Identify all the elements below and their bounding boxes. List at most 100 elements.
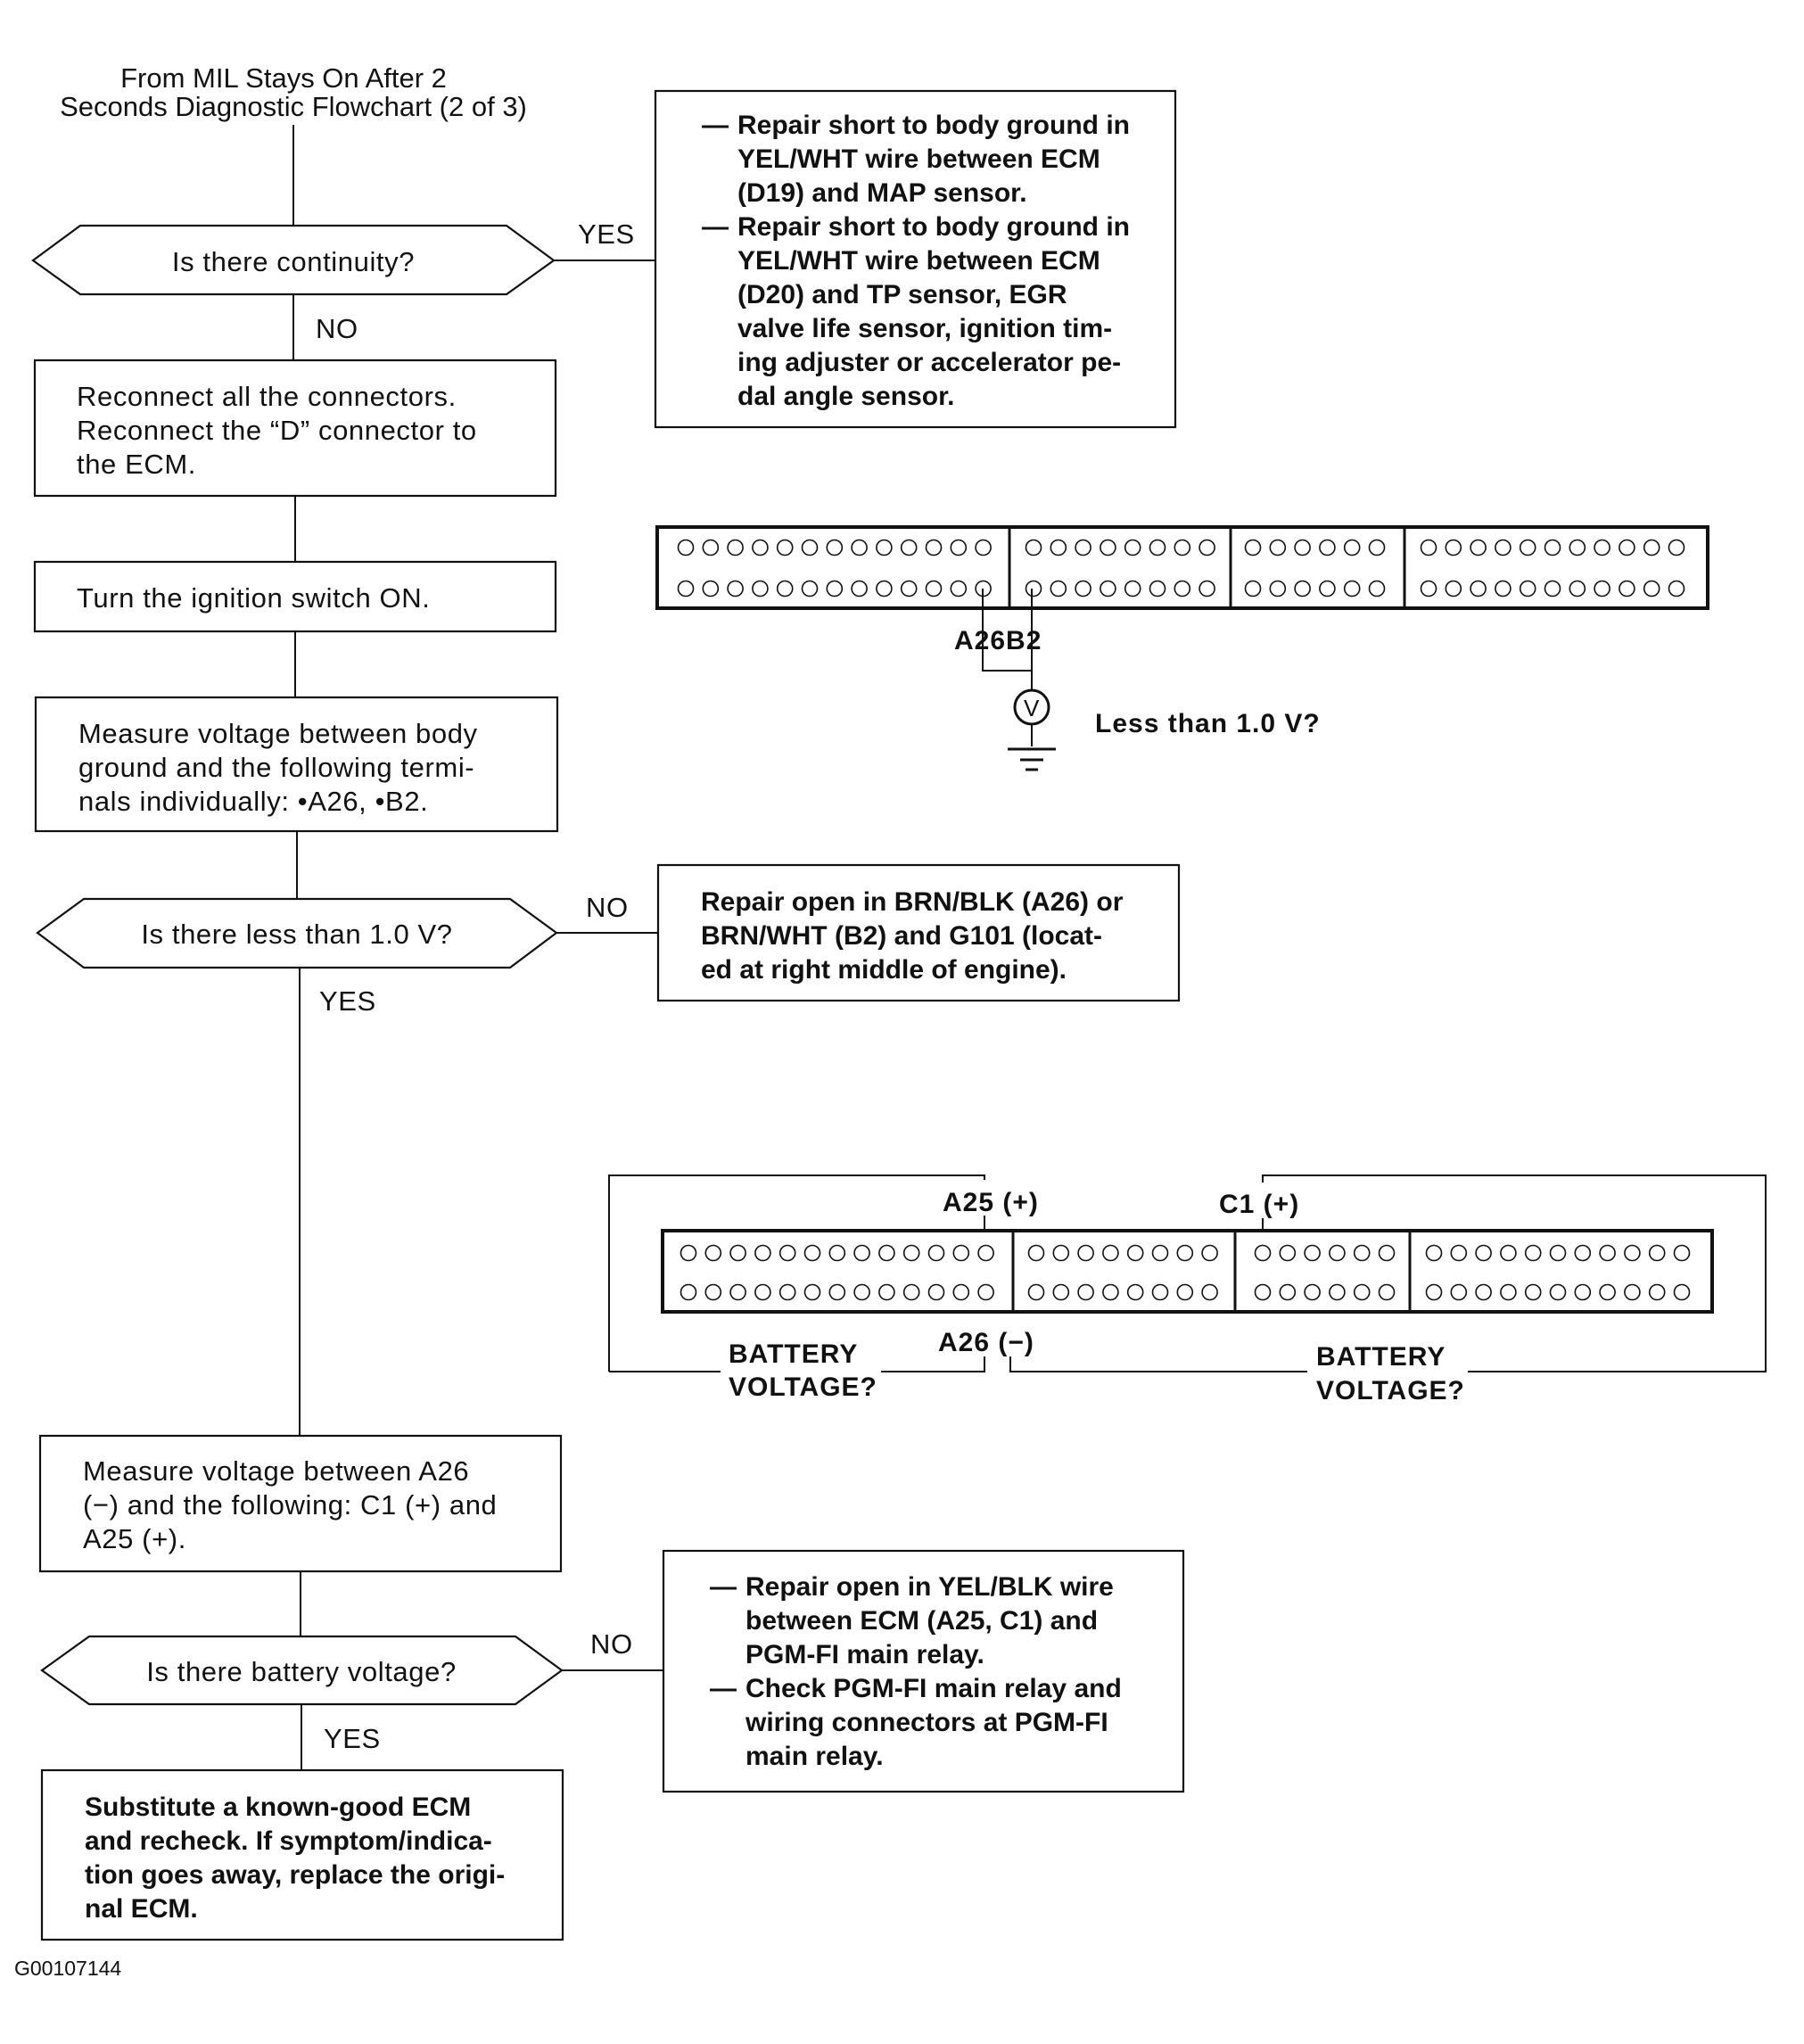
connector-pin — [801, 539, 819, 556]
decision-battery-shape — [40, 1635, 564, 1706]
measure1-rect — [34, 696, 559, 833]
label-bg-battery-left — [721, 1339, 881, 1413]
connector-pin — [680, 1283, 697, 1301]
repair-open1-rect — [656, 863, 1181, 1002]
connector-pin — [853, 1283, 870, 1301]
connector-pin — [801, 580, 819, 598]
connector-pin — [1100, 580, 1116, 598]
label-no-3: NO — [590, 1628, 633, 1660]
label-no-2: NO — [586, 892, 629, 923]
repair-open2-dash-2: — — [710, 1674, 737, 1703]
ecm-connector-1: A26B2 V Less than 1.0 V? — [655, 525, 1709, 771]
connector-pin — [1445, 539, 1462, 556]
figure-id: G00107144 — [14, 1957, 121, 1980]
repair-short-2-line-2: YEL/WHT wire between ECM — [737, 246, 1100, 276]
connector-pin — [704, 1283, 722, 1301]
connector-pin — [1368, 580, 1386, 598]
connector-pin — [1643, 580, 1660, 598]
connector-pin — [1624, 1244, 1641, 1262]
connector-pin — [1475, 1244, 1492, 1262]
repair-short-box: — Repair short to body ground in YEL/WHT… — [654, 89, 1177, 429]
connector-pin — [950, 580, 968, 598]
connector-pin — [803, 1283, 821, 1301]
repair-open2-dash-1: — — [710, 1572, 737, 1602]
repair-short-dash-1: — — [702, 111, 729, 140]
connector-1-question: Less than 1.0 V? — [1095, 709, 1321, 738]
substitute-line-3: tion goes away, replace the origi- — [85, 1860, 505, 1890]
connector-pin — [975, 539, 992, 556]
ignition-text: Turn the ignition switch ON. — [77, 582, 430, 614]
connector-pin — [702, 580, 720, 598]
connector-pin — [1075, 539, 1091, 556]
label-yes-3: YES — [324, 1723, 381, 1754]
connector-pin — [1279, 1244, 1297, 1262]
measure2-line-3: A25 (+). — [83, 1523, 186, 1554]
connector-pin — [902, 1283, 920, 1301]
repair-open1-line-1: Repair open in BRN/BLK (A26) or — [701, 887, 1124, 917]
connector-pin — [677, 580, 695, 598]
connector-1-pins — [677, 539, 1685, 598]
connector-pin — [1673, 1283, 1691, 1301]
measure2-line-2: (−) and the following: C1 (+) and — [83, 1489, 497, 1521]
repair-short-2-line-1: Repair short to body ground in — [737, 212, 1130, 242]
connector-pin — [1254, 1283, 1272, 1301]
connector-pin — [1199, 580, 1215, 598]
connector-pin — [853, 1244, 870, 1262]
connector-pin — [754, 1283, 771, 1301]
repair-short-2-line-4: valve life sensor, ignition tim- — [737, 314, 1112, 343]
connector-pin — [1025, 580, 1042, 598]
label-a25: A25 (+) — [943, 1188, 1039, 1217]
connector-pin — [1269, 539, 1287, 556]
connector-pin — [1378, 1283, 1396, 1301]
connector-pin — [1174, 539, 1191, 556]
connector-pin — [1304, 1283, 1321, 1301]
connector-pin — [727, 539, 744, 556]
connector-pin — [1549, 1244, 1567, 1262]
connector-pin — [1176, 1283, 1194, 1301]
connector-pin — [1574, 1283, 1592, 1301]
connector-pin — [1353, 1244, 1371, 1262]
measure2-box: Measure voltage between A26 (−) and the … — [38, 1434, 563, 1573]
repair-open2-2-line-2: wiring connectors at PGM-FI — [745, 1708, 1108, 1737]
repair-short-2-line-6: dal angle sensor. — [737, 382, 954, 411]
connector-pin — [1470, 539, 1487, 556]
connector-pin — [1574, 1244, 1592, 1262]
measure1-line-1: Measure voltage between body — [78, 718, 478, 749]
connector-pin — [1050, 539, 1067, 556]
connector-pin — [778, 1283, 796, 1301]
connector-pin — [754, 1244, 771, 1262]
repair-open2-1-line-2: between ECM (A25, C1) and — [745, 1606, 1098, 1636]
connector-pin — [1524, 1283, 1542, 1301]
connector-pin — [1329, 1244, 1346, 1262]
repair-open1-line-2: BRN/WHT (B2) and G101 (locat- — [701, 921, 1102, 951]
measure1-line-2: ground and the following termi- — [78, 752, 474, 783]
connector-pin — [851, 580, 868, 598]
connector-pin — [727, 580, 744, 598]
substitute-box: Substitute a known-good ECM and recheck.… — [40, 1768, 564, 1941]
reconnect-line-1: Reconnect all the connectors. — [77, 381, 457, 412]
connector-pin — [1075, 580, 1091, 598]
connector-pin — [1378, 1244, 1396, 1262]
decision-battery: Is there battery voltage? — [40, 1635, 564, 1706]
connector-pin — [878, 1283, 895, 1301]
connector-pin — [1599, 1283, 1616, 1301]
measure2-line-1: Measure voltage between A26 — [83, 1455, 469, 1487]
repair-short-dash-2: — — [702, 212, 729, 242]
connector-pin — [1425, 1283, 1443, 1301]
connector-pin — [1126, 1244, 1144, 1262]
connector-pin — [729, 1244, 746, 1262]
decision-continuity-text: Is there continuity? — [172, 246, 415, 277]
measure2-rect — [38, 1434, 563, 1573]
repair-open2-rect — [662, 1549, 1185, 1793]
connector-pin — [1254, 1244, 1272, 1262]
connector-pin — [1594, 539, 1610, 556]
connector-pin — [902, 1244, 920, 1262]
battery-left-line-2: VOLTAGE? — [729, 1372, 877, 1402]
battery-right-line-2: VOLTAGE? — [1316, 1376, 1465, 1405]
connector-pin — [702, 539, 720, 556]
label-bg-c1 — [1219, 1183, 1317, 1218]
connector-pin — [803, 1244, 821, 1262]
decision-continuity-shape — [31, 224, 556, 296]
connector-pin — [851, 539, 868, 556]
connector-pin — [1500, 1283, 1517, 1301]
